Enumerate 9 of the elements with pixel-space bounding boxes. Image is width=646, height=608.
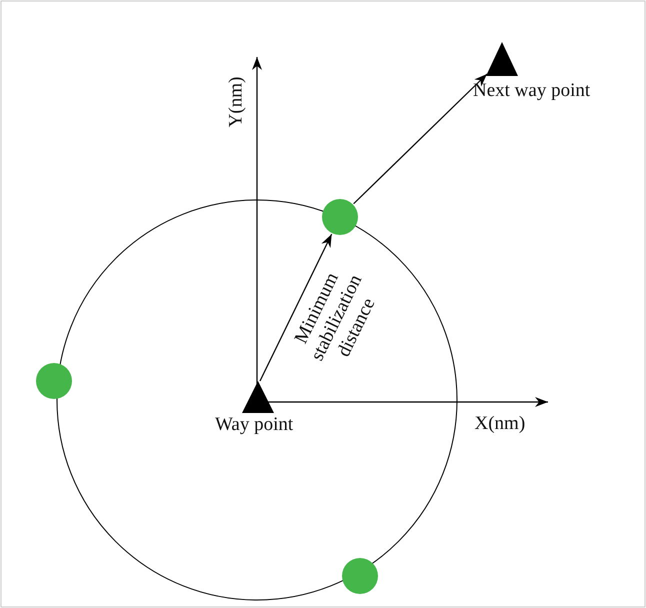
marker-dot	[322, 199, 358, 235]
marker-dot	[342, 558, 378, 594]
arrow	[259, 234, 332, 382]
axis-label: X(nm)	[474, 413, 526, 435]
point-label: Next way point	[473, 80, 590, 102]
axis-label: Y(nm)	[224, 76, 247, 128]
marker-dot	[36, 363, 72, 399]
point-label: Way point	[215, 414, 294, 436]
arrow	[353, 74, 488, 204]
